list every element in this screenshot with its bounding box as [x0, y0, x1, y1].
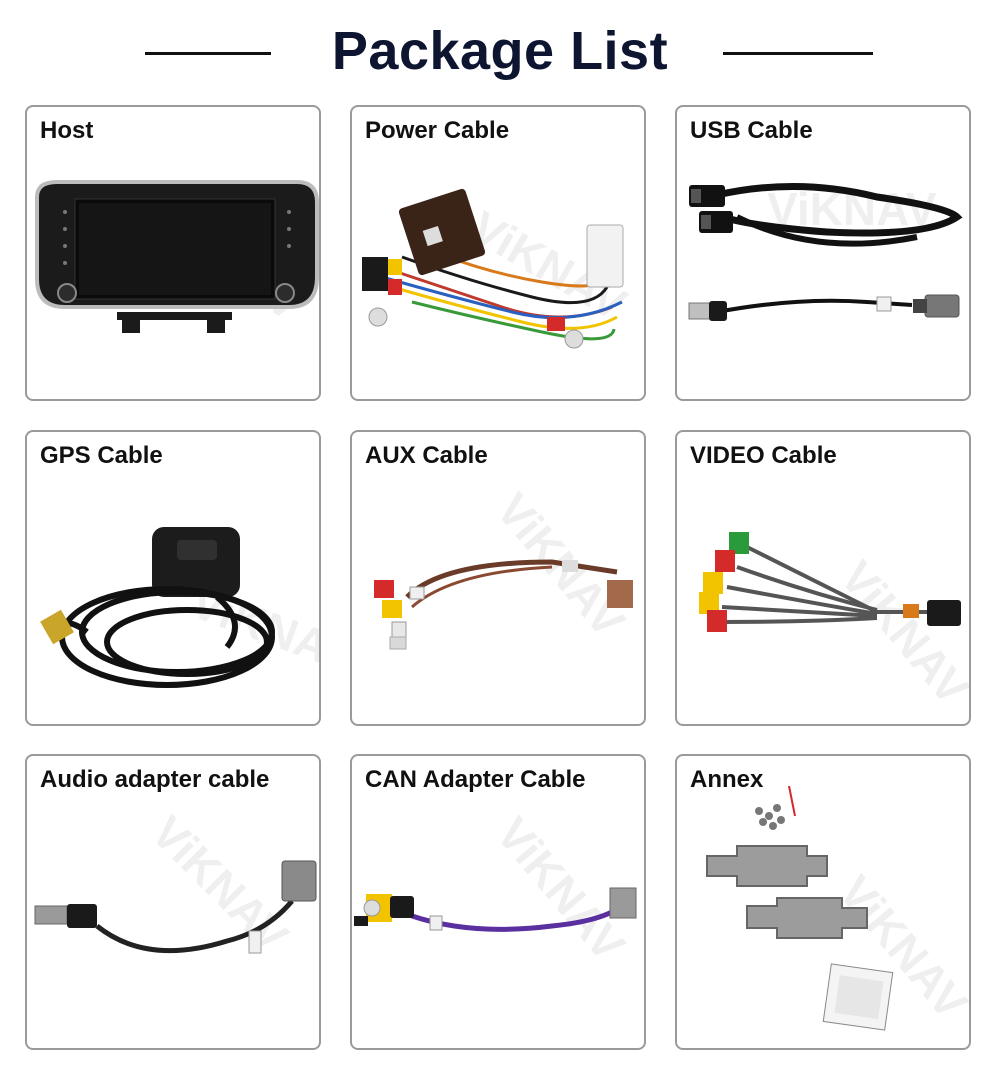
- package-item-power-cable: ViKNAV Power Cable: [350, 105, 646, 401]
- page-header: Package List: [0, 0, 1000, 100]
- package-item-video-cable: ViKNAV VIDEO Cable: [675, 430, 971, 726]
- title-rule-right: [723, 52, 873, 55]
- watermark-text: ViKNAV: [831, 551, 971, 715]
- audio-adapter-cable-image: ViKNAV: [34, 806, 317, 963]
- item-label-annex: Annex: [690, 766, 764, 793]
- item-label-gps-cable: GPS Cable: [40, 442, 163, 469]
- usb-cable-image: ViKNAV: [688, 182, 963, 321]
- package-item-gps-cable: ViKNAV GPS Cable: [25, 430, 321, 726]
- package-item-host: ViKNAV Host: [25, 105, 321, 401]
- can-adapter-cable-image: ViKNAV: [354, 807, 637, 971]
- watermark-text: ViKNAV: [142, 806, 299, 963]
- item-label-host: Host: [40, 117, 94, 144]
- item-label-aux-cable: AUX Cable: [365, 442, 488, 469]
- title-rule-left: [145, 52, 271, 55]
- item-label-video-cable: VIDEO Cable: [690, 442, 837, 469]
- item-label-audio-adapter-cable: Audio adapter cable: [40, 766, 270, 793]
- item-label-can-adapter-cable: CAN Adapter Cable: [365, 766, 586, 793]
- package-item-can-adapter-cable: ViKNAV CAN Adapter Cable: [350, 754, 646, 1050]
- mounting-brackets-screws-image: ViKNAV: [706, 785, 969, 1031]
- package-item-aux-cable: ViKNAV AUX Cable: [350, 430, 646, 726]
- package-item-usb-cable: ViKNAV USB Cable: [675, 105, 971, 401]
- car-stereo-host-image: ViKNAV: [35, 180, 319, 333]
- gps-antenna-image: ViKNAV: [40, 527, 319, 688]
- item-label-usb-cable: USB Cable: [690, 117, 813, 144]
- power-cable-harness-image: ViKNAV: [362, 188, 635, 349]
- package-item-annex: ViKNAV Annex: [675, 754, 971, 1050]
- video-rca-cable-image: ViKNAV: [699, 532, 971, 715]
- item-label-power-cable: Power Cable: [365, 117, 510, 144]
- page-title: Package List: [331, 21, 669, 81]
- package-item-audio-adapter-cable: ViKNAV Audio adapter cable: [25, 754, 321, 1050]
- aux-cable-image: ViKNAV: [374, 483, 635, 650]
